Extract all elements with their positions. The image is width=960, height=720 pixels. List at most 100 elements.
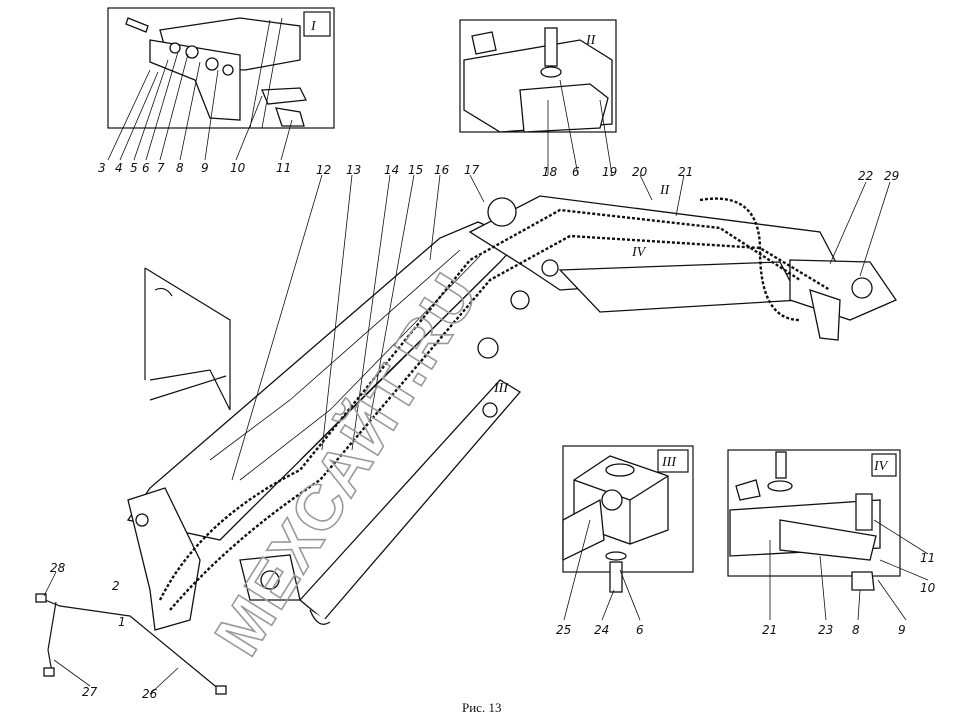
pipe-27	[47, 601, 57, 673]
cylinder-end	[309, 609, 331, 625]
callout-1: 1	[118, 615, 126, 629]
callout-2: 2	[112, 579, 120, 593]
callout-25: 25	[556, 623, 571, 637]
pipe-26	[39, 597, 221, 691]
inset-detail-iv: IV	[727, 449, 929, 621]
dipper-link	[809, 289, 841, 341]
inset-ii-label: II	[585, 33, 597, 48]
callout-4: 4	[115, 161, 123, 175]
base-pin	[135, 513, 149, 527]
inset-detail-ii: II	[459, 19, 617, 176]
callout-11a: 11	[276, 161, 291, 175]
callout-5: 5	[130, 161, 138, 175]
inset-i-hole-1	[169, 42, 181, 54]
inset-iii-front-port	[601, 489, 623, 511]
pipe-assembly-26	[35, 571, 227, 695]
inset-ii-mount	[519, 83, 609, 133]
callout-9a: 9	[201, 161, 209, 175]
boom-cylinder	[299, 379, 521, 621]
inset-iii-label-box	[657, 449, 689, 473]
inset-iv-clamp-plate	[779, 519, 877, 561]
main-leaders	[231, 174, 891, 481]
figure-caption: Рис. 13	[462, 700, 501, 715]
inset-ii-leaders	[547, 79, 613, 176]
callout-labels: 3 4 5 6 7 8 9 10 11 12 13 14 15 16 17 18…	[50, 161, 936, 701]
callout-27: 27	[82, 685, 98, 699]
inset-iv-label: IV	[873, 459, 889, 474]
callout-10a: 10	[230, 161, 246, 175]
callout-6a: 6	[142, 161, 150, 175]
callout-20: 20	[632, 165, 648, 179]
pipe-line-13	[239, 255, 481, 481]
inset-iii-top-port	[605, 463, 635, 477]
inset-ii-stud	[544, 27, 558, 67]
inset-iv-nut-top	[735, 479, 761, 501]
marker-iv: IV	[631, 245, 647, 260]
callout-11b: 11	[920, 551, 935, 565]
inset-i-pipe-edge	[249, 19, 271, 129]
inset-i-bolt-11	[275, 107, 305, 127]
cab-edge	[149, 375, 227, 401]
callout-8b: 8	[852, 623, 860, 637]
inset-i-hole-2	[185, 45, 199, 59]
fitting-26	[215, 685, 227, 695]
callout-13: 13	[346, 163, 361, 177]
inset-iv-label-box	[871, 453, 897, 477]
callout-6b: 6	[572, 165, 580, 179]
pipe-leaders	[43, 571, 179, 695]
callout-26: 26	[142, 687, 158, 701]
callout-21a: 21	[678, 165, 693, 179]
pipe-line-14	[299, 261, 501, 461]
inset-iv-bolt	[855, 493, 873, 531]
marker-ii: II	[659, 183, 671, 198]
inset-detail-i: I	[107, 7, 335, 161]
callout-14: 14	[384, 163, 399, 177]
marker-iii: III	[493, 381, 509, 396]
callout-18: 18	[542, 165, 558, 179]
inset-i-plate	[149, 39, 241, 121]
callout-24: 24	[594, 623, 609, 637]
hose-pressure	[158, 208, 801, 601]
inset-iii-label: III	[661, 455, 677, 470]
callout-12: 12	[316, 163, 331, 177]
inset-iv-leaders	[769, 519, 929, 621]
inset-iv-nut-bottom	[851, 571, 875, 591]
callout-10b: 10	[920, 581, 936, 595]
inset-iii-stud	[609, 561, 623, 593]
callout-3: 3	[98, 161, 106, 175]
inset-i-hole-4	[222, 64, 234, 76]
inset-ii-nut	[471, 31, 497, 55]
pipe-line-12	[209, 249, 461, 461]
hose-return	[169, 234, 831, 611]
callout-29: 29	[884, 169, 899, 183]
fitting-28	[35, 593, 47, 603]
base-fitting-hole	[260, 570, 280, 590]
inset-iii-pipe	[562, 498, 605, 562]
callout-15: 15	[408, 163, 423, 177]
inset-ii-washer	[540, 66, 562, 78]
inset-i-bolt	[125, 17, 149, 33]
callout-8a: 8	[176, 161, 184, 175]
boom-assembly: II IV III	[126, 174, 897, 631]
callout-9b: 9	[898, 623, 906, 637]
inset-iii-leaders	[563, 519, 641, 621]
fitting-27	[43, 667, 55, 677]
cylinder-pivot-3	[482, 402, 498, 418]
callout-6c: 6	[636, 623, 644, 637]
inset-i-label: I	[310, 19, 317, 34]
inset-i-hole-3	[205, 57, 219, 71]
cab-outline	[144, 267, 231, 411]
callout-28: 28	[50, 561, 66, 575]
inset-i-leaders	[107, 51, 293, 161]
callout-23: 23	[818, 623, 833, 637]
callout-7: 7	[157, 161, 165, 175]
cylinder-pivot-1	[477, 337, 499, 359]
inset-iv-stud-top	[775, 451, 787, 479]
callout-17: 17	[464, 163, 480, 177]
inset-iv-washer-top	[767, 480, 793, 492]
cab-handle	[154, 287, 173, 297]
inset-i-pipe-edge-2	[261, 17, 283, 129]
callout-19: 19	[602, 165, 617, 179]
callout-21b: 21	[762, 623, 777, 637]
